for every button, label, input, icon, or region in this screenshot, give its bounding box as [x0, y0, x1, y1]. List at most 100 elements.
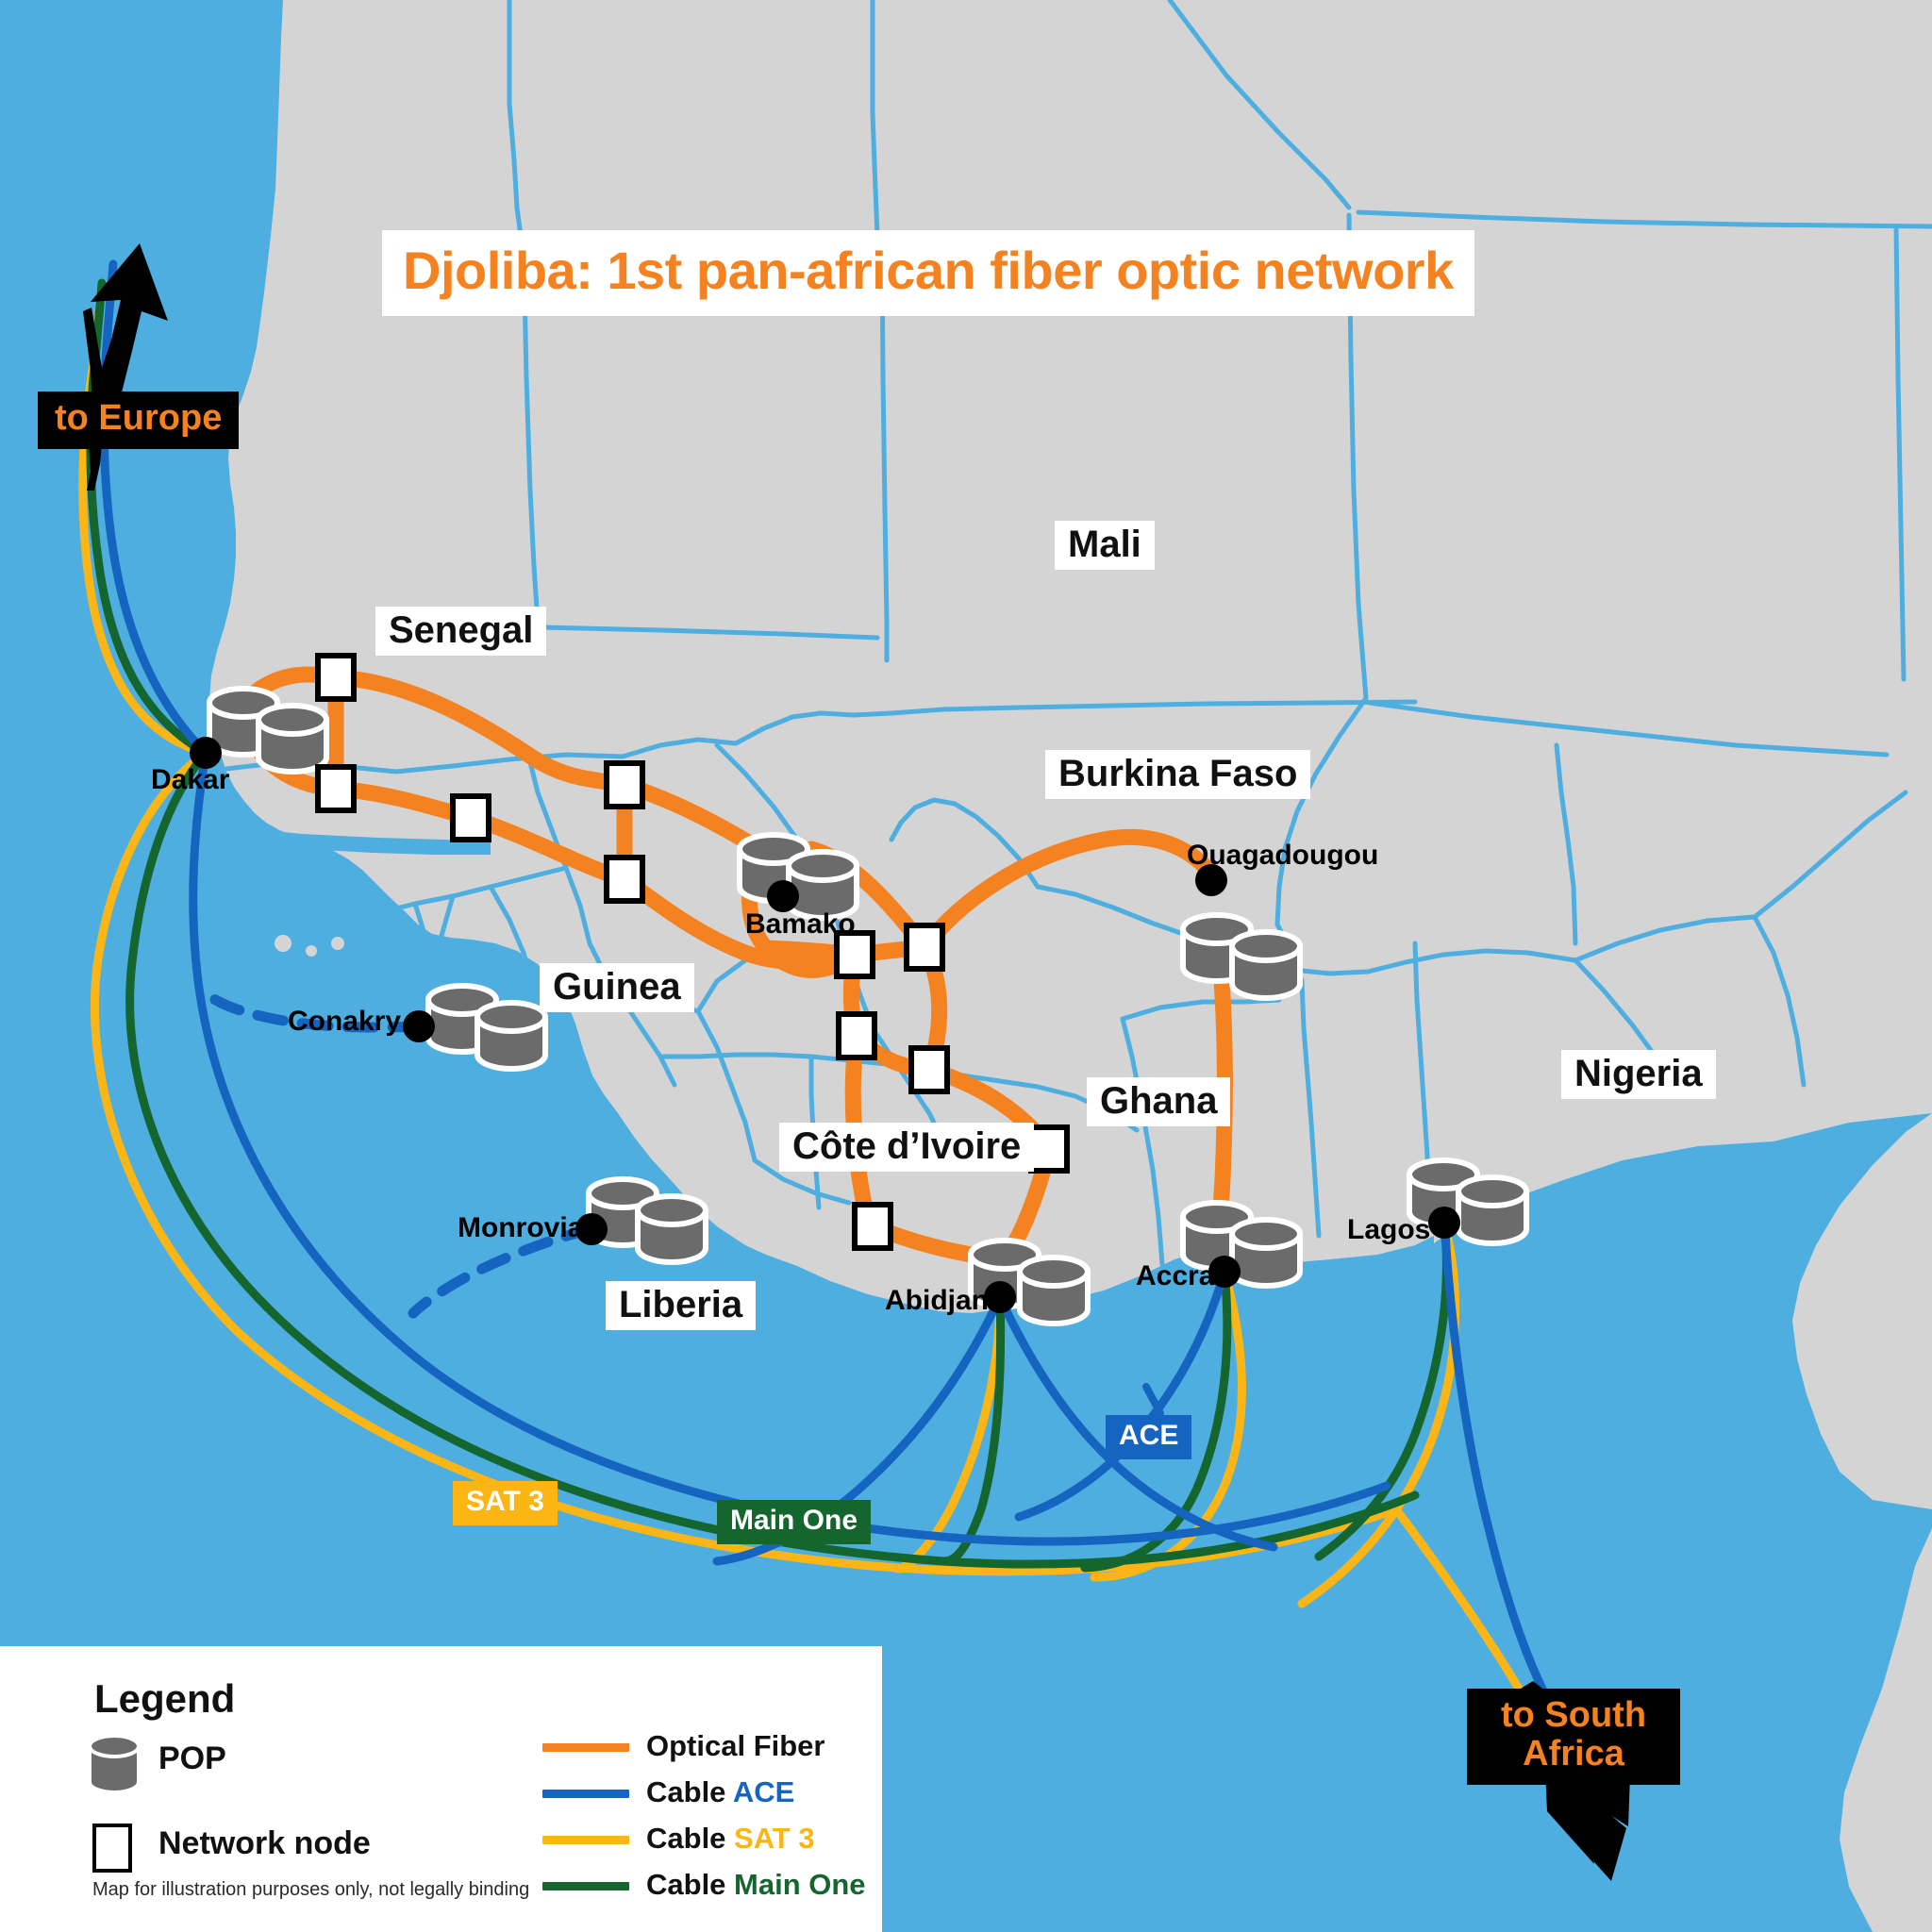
city-dot	[984, 1281, 1016, 1313]
legend-line-prefix: Optical Fiber	[646, 1729, 825, 1762]
to-europe-arrow	[83, 243, 168, 491]
legend-line-prefix: Cable	[646, 1775, 733, 1808]
river-branch	[299, 901, 418, 935]
legend-title: Legend	[94, 1676, 236, 1721]
border-line	[889, 797, 958, 842]
cable-label-ace: ACE	[1106, 1415, 1192, 1459]
city-label-lagos: Lagos	[1347, 1214, 1431, 1245]
pop-cluster	[1180, 912, 1303, 1001]
city-dot	[1195, 864, 1227, 896]
border-line	[1356, 209, 1932, 229]
fiber-node5-bamako-south	[616, 871, 863, 971]
border-line	[412, 901, 550, 984]
pop-cylinder	[1229, 929, 1303, 1001]
border-line	[1120, 1016, 1165, 1267]
legend-line-name: SAT 3	[734, 1822, 815, 1855]
legend-color-swatch	[542, 1743, 629, 1753]
border-line	[1752, 790, 1908, 920]
cable-mainone-accra	[1080, 1267, 1232, 1573]
river-branch	[488, 884, 536, 989]
cable-sat3-south	[1391, 1505, 1524, 1693]
city-dot	[1208, 1256, 1241, 1288]
pop-cylinder	[786, 849, 859, 921]
page-title: Djoliba: 1st pan-african fiber optic net…	[382, 230, 1474, 316]
pop-cluster	[968, 1238, 1091, 1326]
country-label-liberia: Liberia	[606, 1281, 757, 1330]
central-africa-coast	[1792, 1113, 1932, 1509]
city-label-monrovia: Monrovia	[458, 1212, 584, 1243]
subsea-cables-layer	[78, 259, 1552, 1703]
island-dot	[331, 937, 344, 950]
network-node[interactable]	[315, 653, 357, 702]
city-dots-layer	[190, 737, 1460, 1313]
network-node[interactable]	[450, 793, 491, 842]
network-node[interactable]	[852, 1202, 893, 1251]
pop-cluster	[425, 983, 548, 1072]
fiber-node7-ouaga	[916, 828, 1225, 956]
border-line	[1120, 997, 1282, 1022]
city-label-accra: Accra	[1136, 1260, 1215, 1291]
country-label-ghana: Ghana	[1087, 1077, 1231, 1126]
river-branch	[424, 893, 456, 998]
cable-ace-abidjan	[712, 1292, 1005, 1566]
gambia-inlet	[243, 828, 491, 855]
pop-cluster	[586, 1176, 708, 1265]
pop-cluster	[737, 832, 859, 921]
border-line	[1167, 0, 1352, 210]
city-label-bamako: Bamako	[745, 908, 856, 940]
legend-footnote: Map for illustration purposes only, not …	[92, 1879, 530, 1900]
legend-line-prefix: Cable	[646, 1822, 735, 1855]
border-line	[752, 1158, 852, 1206]
pop-cluster	[207, 686, 329, 774]
to-europe-label: to Europe	[38, 391, 240, 450]
border-line	[695, 1008, 758, 1163]
country-label-senegal: Senegal	[375, 607, 547, 656]
border-line	[1573, 914, 1757, 963]
to-south-africa-line-1: to South	[1500, 1695, 1647, 1735]
pop-cylinder	[1456, 1174, 1529, 1246]
border-line	[1299, 978, 1322, 1239]
network-node[interactable]	[836, 1011, 877, 1060]
legend-line-row: Cable ACE	[542, 1775, 794, 1809]
country-label-burkina-faso: Burkina Faso	[1045, 750, 1311, 799]
network-node[interactable]	[1028, 1124, 1070, 1174]
border-line	[1893, 224, 1907, 682]
network-node[interactable]	[315, 764, 357, 813]
to-south-africa-label: to South Africa	[1467, 1689, 1680, 1786]
pop-clusters-layer	[207, 686, 1529, 1326]
border-line	[870, 0, 880, 239]
country-label-c-te-d-ivoire: Côte d’Ivoire	[779, 1123, 1035, 1172]
cable-sat3-accra	[1090, 1267, 1246, 1582]
border-line	[1367, 700, 1890, 758]
pop-cluster	[1180, 1200, 1303, 1289]
senegal-river	[224, 699, 1418, 774]
network-node[interactable]	[604, 855, 645, 904]
legend-line-row: Cable SAT 3	[542, 1822, 815, 1856]
legend-line-name: ACE	[732, 1775, 795, 1808]
cable-label-sat3: SAT 3	[453, 1481, 558, 1525]
border-line	[1554, 742, 1578, 946]
river-branch	[658, 1052, 852, 1063]
city-label-ouagadougou: Ouagadougou	[1187, 840, 1379, 871]
gabon-coast	[1840, 1528, 1932, 1932]
network-node[interactable]	[908, 1045, 950, 1094]
fiber-node1-east	[327, 669, 633, 793]
cable-ace-lagos-south	[1440, 1218, 1552, 1703]
pop-cylinder	[425, 983, 499, 1055]
legend-line-prefix: Cable	[646, 1868, 735, 1901]
city-dot	[190, 737, 222, 769]
cable-label-mainone: Main One	[717, 1500, 872, 1544]
city-label-abidjan: Abidjan	[885, 1285, 989, 1316]
border-line	[521, 242, 541, 625]
island-dot	[275, 935, 291, 952]
cable-ace-conakry-spur	[200, 987, 425, 1033]
country-label-nigeria: Nigeria	[1561, 1050, 1716, 1099]
network-node[interactable]	[834, 930, 875, 979]
cable-ace-abidjan-east	[995, 1292, 1278, 1552]
pop-cylinder	[475, 1000, 548, 1072]
network-node[interactable]	[904, 923, 945, 972]
city-label-conakry: Conakry	[288, 1006, 402, 1037]
network-node[interactable]	[604, 760, 645, 809]
